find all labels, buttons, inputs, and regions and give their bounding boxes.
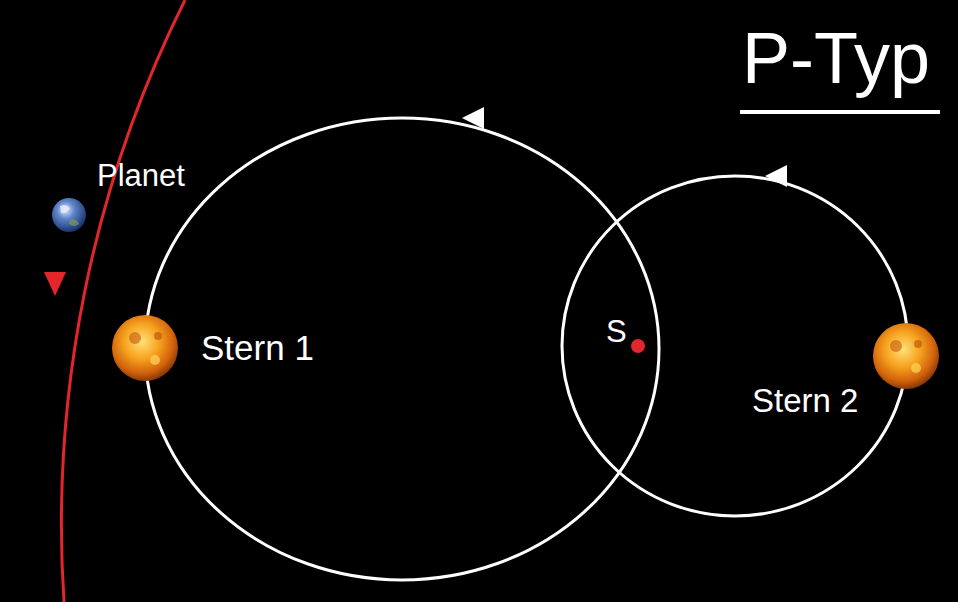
barycenter-label: S — [606, 316, 627, 347]
orbit-arrowhead — [462, 107, 484, 129]
orbit-arrowhead — [765, 165, 787, 187]
star-label: Stern 1 — [201, 330, 314, 365]
star-label: Stern 2 — [752, 384, 858, 417]
star-symbol — [112, 315, 178, 381]
planet-orbit — [61, 0, 185, 602]
planet-symbol — [52, 198, 86, 232]
title-underline — [740, 110, 940, 114]
barycenter-dot — [631, 339, 645, 353]
diagram-title: P-Typ — [742, 22, 930, 94]
star2-orbit — [562, 176, 908, 516]
planet-label: Planet — [97, 160, 185, 191]
star-symbol — [873, 323, 939, 389]
star1-orbit — [145, 118, 659, 580]
orbit-arrowhead — [44, 272, 66, 296]
